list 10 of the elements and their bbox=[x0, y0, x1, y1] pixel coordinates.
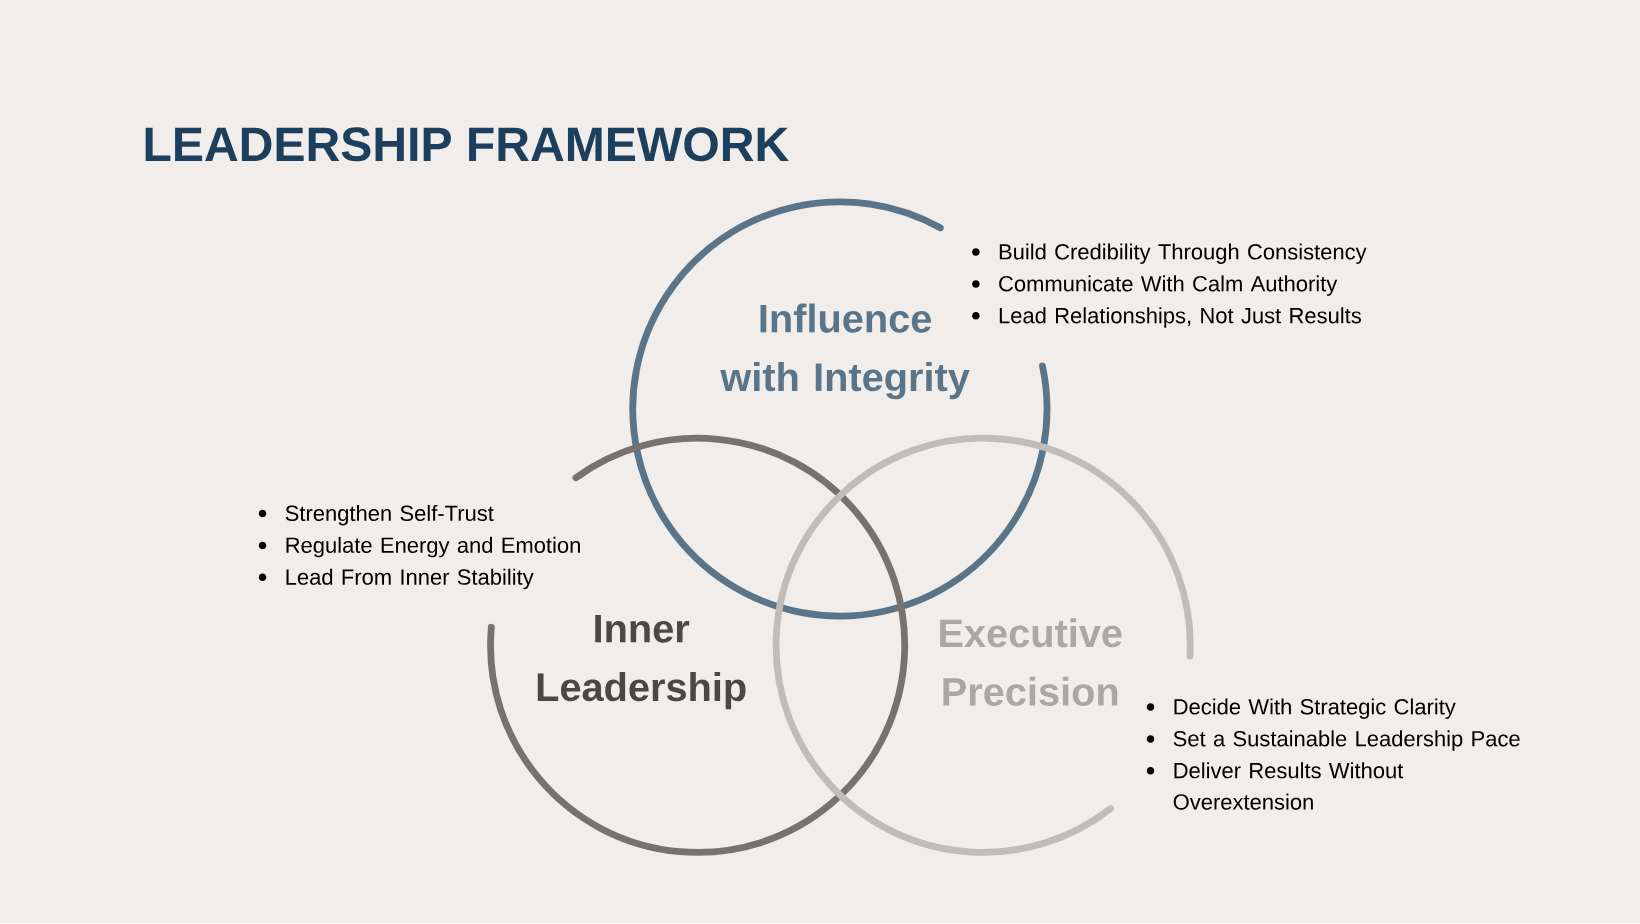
bullet-item: Lead From Inner Stability bbox=[258, 569, 534, 590]
bullet-item: Communicate With Calm Authority bbox=[972, 275, 1338, 297]
bullet-item: Set a Sustainable Leadership Pace bbox=[1146, 730, 1520, 752]
title: LEADERSHIP FRAMEWORK bbox=[145, 127, 789, 162]
bullet-item: Deliver Results Without Overextension bbox=[1146, 762, 1404, 810]
bullet-item: Build Credibility Through Consistency bbox=[972, 243, 1367, 265]
bullet-item: Decide With Strategic Clarity bbox=[1146, 698, 1456, 720]
bullet-item: Strengthen Self-Trust bbox=[258, 505, 494, 526]
bullet-item: Regulate Energy and Emotion bbox=[258, 537, 580, 558]
bullet-item: Lead Relationships, Not Just Results bbox=[972, 307, 1361, 328]
